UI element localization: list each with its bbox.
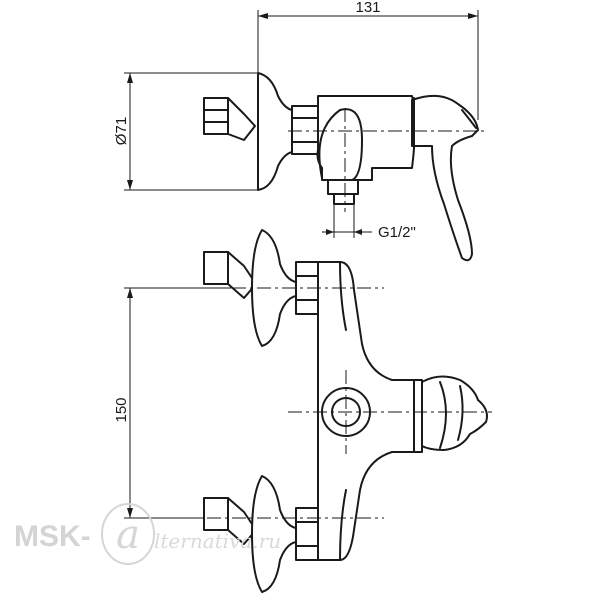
watermark: MSK- a lternativa.ru: [14, 503, 281, 565]
eccentric-connector-side: [203, 97, 256, 141]
watermark-logo-mark: [101, 503, 155, 565]
side-view: 131 Ø71: [113, 0, 484, 262]
dimension-150: 150: [113, 287, 250, 519]
dim-label-diameter: Ø71: [113, 117, 130, 145]
dimension-diameter: Ø71: [113, 72, 258, 191]
lower-rosette: [251, 475, 297, 593]
watermark-prefix: MSK-: [14, 520, 91, 553]
front-view: 150: [113, 229, 492, 593]
upper-inlet: [203, 229, 319, 347]
lever-handle-front: [413, 375, 488, 453]
dimension-131: 131: [257, 0, 479, 120]
mixer-body-side: [316, 95, 416, 181]
lower-inlet: [203, 475, 319, 593]
nut-side: [291, 105, 319, 155]
watermark-script: lternativa.ru: [154, 529, 281, 553]
dim-label-spacing: 150: [113, 397, 130, 422]
lower-nut: [295, 507, 319, 561]
dim-label-thread: G1/2": [378, 224, 416, 241]
dim-label-131: 131: [355, 0, 380, 16]
wall-rosette-side: [257, 72, 293, 191]
lever-handle-side: [411, 94, 479, 262]
outlet-g12: G1/2": [322, 179, 416, 241]
watermark-logo-letter: a: [116, 512, 140, 558]
